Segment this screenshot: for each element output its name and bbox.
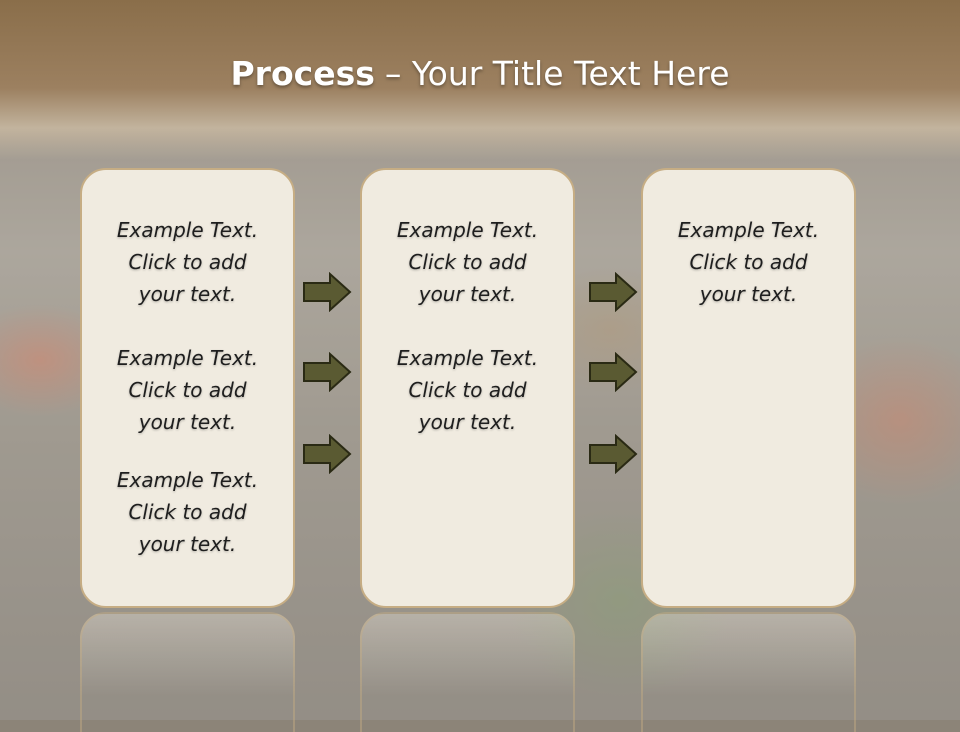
text-line: your text. bbox=[418, 282, 517, 306]
text-line: Click to add bbox=[128, 250, 247, 274]
text-line: Example Text. bbox=[396, 346, 539, 370]
text-line: your text. bbox=[138, 532, 237, 556]
panel-reflection bbox=[80, 612, 295, 732]
process-panel-1[interactable]: Example Text. Click to add your text. Ex… bbox=[80, 168, 295, 608]
title-bold-text: Process bbox=[230, 54, 375, 93]
slide-title[interactable]: Process– Your Title Text Here bbox=[0, 54, 960, 93]
text-block[interactable]: Example Text. Click to add your text. bbox=[362, 342, 573, 438]
text-line: Click to add bbox=[408, 250, 527, 274]
panel-reflection bbox=[360, 612, 575, 732]
panel-reflection bbox=[641, 612, 856, 732]
right-arrow-icon bbox=[589, 352, 638, 392]
text-line: your text. bbox=[699, 282, 798, 306]
text-block[interactable]: Example Text. Click to add your text. bbox=[82, 214, 293, 310]
right-arrow-icon bbox=[303, 272, 352, 312]
title-bar: Process– Your Title Text Here bbox=[0, 0, 960, 160]
text-line: Click to add bbox=[689, 250, 808, 274]
text-line: Example Text. bbox=[396, 218, 539, 242]
right-arrow-icon bbox=[303, 352, 352, 392]
text-line: your text. bbox=[418, 410, 517, 434]
text-block[interactable]: Example Text. Click to add your text. bbox=[643, 214, 854, 310]
title-rest-text: – Your Title Text Here bbox=[384, 54, 730, 93]
text-line: Example Text. bbox=[677, 218, 820, 242]
right-arrow-icon bbox=[303, 434, 352, 474]
text-line: Example Text. bbox=[116, 346, 259, 370]
text-line: Example Text. bbox=[116, 468, 259, 492]
right-arrow-icon bbox=[589, 434, 638, 474]
text-block[interactable]: Example Text. Click to add your text. bbox=[82, 342, 293, 438]
text-line: your text. bbox=[138, 282, 237, 306]
text-line: your text. bbox=[138, 410, 237, 434]
process-panel-2[interactable]: Example Text. Click to add your text. Ex… bbox=[360, 168, 575, 608]
text-line: Click to add bbox=[128, 378, 247, 402]
text-line: Click to add bbox=[128, 500, 247, 524]
text-line: Example Text. bbox=[116, 218, 259, 242]
right-arrow-icon bbox=[589, 272, 638, 312]
text-line: Click to add bbox=[408, 378, 527, 402]
process-panel-3[interactable]: Example Text. Click to add your text. bbox=[641, 168, 856, 608]
text-block[interactable]: Example Text. Click to add your text. bbox=[362, 214, 573, 310]
text-block[interactable]: Example Text. Click to add your text. bbox=[82, 464, 293, 560]
